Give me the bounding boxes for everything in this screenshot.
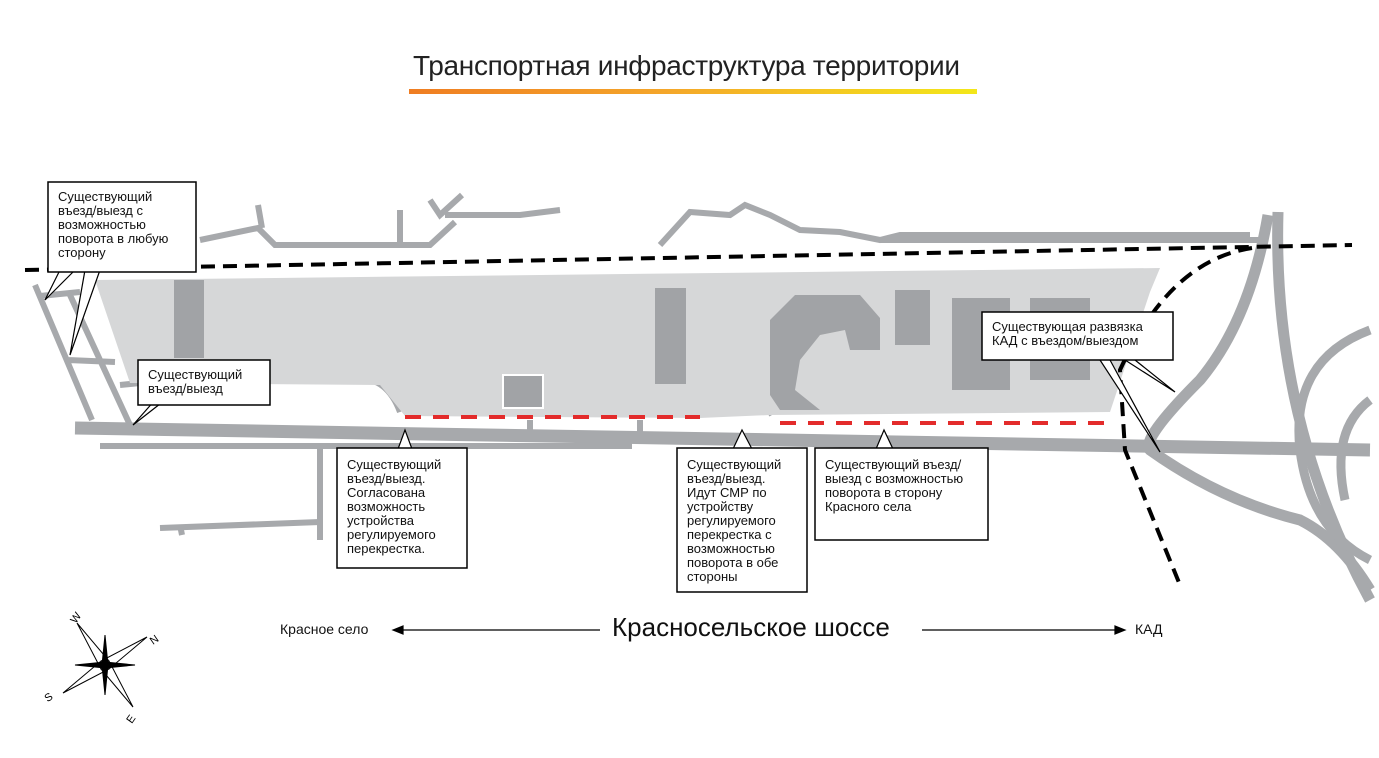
- callout-nw-exit: Существующий въезд/выезд с возможностью …: [58, 189, 169, 260]
- direction-kad: КАД: [1135, 621, 1163, 637]
- title-underline: [409, 89, 977, 94]
- callout-agreed-exit: Существующий въезд/выезд. Согласована во…: [347, 457, 442, 556]
- compass-n: N: [148, 633, 161, 647]
- callout-kad-junction: Существующая развязка КАД с въездом/выез…: [992, 319, 1143, 348]
- building: [895, 290, 930, 345]
- compass-w: W: [68, 610, 84, 626]
- direction-krasnoe-selo: Красное село: [280, 621, 369, 637]
- road-name: Красносельское шоссе: [612, 612, 890, 642]
- direction-arrows: [391, 625, 1127, 635]
- callout-smr-exit: Существующий въезд/выезд. Идут СМР по ус…: [687, 457, 782, 584]
- compass-s: S: [42, 691, 55, 705]
- site-area: [95, 268, 1160, 418]
- building: [502, 374, 544, 409]
- major-roads: [74, 211, 1375, 603]
- railway-branch: [1117, 246, 1253, 586]
- building: [174, 280, 204, 358]
- callout-boxes: [47, 181, 1174, 593]
- railway: [24, 243, 1353, 272]
- callout-turn-exit: Существующий въезд/выезд с возможностью …: [825, 457, 964, 514]
- compass-rose-icon: W N S E: [42, 610, 161, 726]
- compass-e: E: [124, 713, 138, 726]
- building: [770, 295, 880, 410]
- callout-pointers: [44, 269, 1176, 453]
- callout-west-exit: Существующий въезд/выезд: [148, 367, 243, 396]
- building: [655, 288, 686, 384]
- planned-roads: [405, 415, 1105, 425]
- map-title: Транспортная инфраструктура территории: [413, 50, 960, 81]
